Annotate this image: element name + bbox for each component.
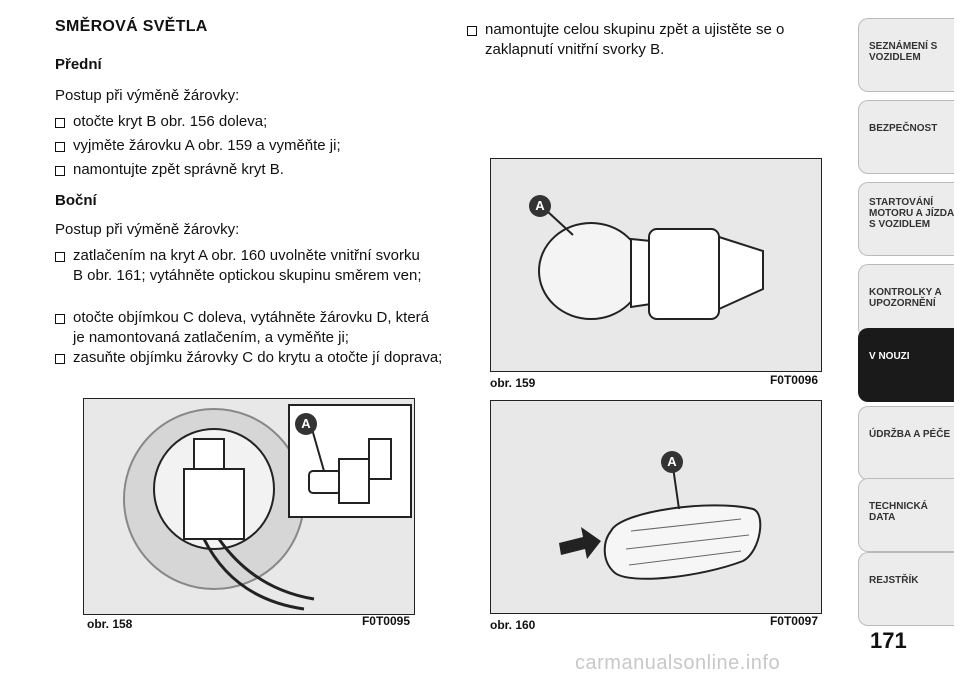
tab-label: STARTOVÁNÍ MOTORU A JÍZDA S VOZIDLEM: [869, 197, 954, 230]
callout-a: A: [295, 413, 317, 435]
bullet-checkbox-icon: [55, 118, 65, 128]
side-intro: Postup při výměně žárovky:: [55, 221, 240, 238]
step-text: zatlačením na kryt A obr. 160 uvolněte v…: [73, 247, 422, 284]
tab-kontrolky[interactable]: KONTROLKY A UPOZORNĚNÍ: [858, 264, 954, 338]
bullet-checkbox-icon: [55, 142, 65, 152]
figure-160-code: F0T0097: [769, 614, 818, 628]
figure-159-code: F0T0096: [769, 373, 818, 387]
figure-158-caption: obr. 158: [87, 617, 133, 631]
tab-seznameni[interactable]: SEZNÁMENÍ S VOZIDLEM: [858, 18, 954, 92]
side-indicator-illustration: [491, 401, 821, 613]
side-step-2: otočte objímkou C doleva, vytáhněte žáro…: [55, 308, 443, 348]
step-text: namontujte celou skupinu zpět a ujistěte…: [485, 21, 785, 58]
tab-technicka-data[interactable]: TECHNICKÁ DATA: [858, 478, 954, 552]
step-text: zasuňte objímku žárovky C do krytu a oto…: [73, 349, 443, 366]
section-title: SMĚROVÁ SVĚTLA: [55, 18, 208, 35]
figure-158: A: [83, 398, 415, 615]
front-step-3: namontujte zpět správně kryt B.: [55, 160, 443, 180]
step-text: vyjměte žárovku A obr. 159 a vyměňte ji;: [73, 137, 341, 154]
front-step-1: otočte kryt B obr. 156 doleva;: [55, 112, 443, 132]
bullet-checkbox-icon: [467, 26, 477, 36]
tab-bezpecnost[interactable]: BEZPEČNOST: [858, 100, 954, 174]
front-intro: Postup při výměně žárovky:: [55, 87, 240, 104]
bullet-checkbox-icon: [55, 252, 65, 262]
side-step-1: zatlačením na kryt A obr. 160 uvolněte v…: [55, 246, 433, 286]
bullet-checkbox-icon: [55, 354, 65, 364]
final-step: namontujte celou skupinu zpět a ujistěte…: [467, 20, 835, 60]
step-text: otočte kryt B obr. 156 doleva;: [73, 113, 268, 130]
push-arrow-icon: [559, 527, 601, 559]
step-text: otočte objímkou C doleva, vytáhněte žáro…: [73, 309, 430, 346]
watermark: carmanualsonline.info: [575, 652, 781, 674]
front-step-2: vyjměte žárovku A obr. 159 a vyměňte ji;: [55, 136, 443, 156]
bullet-checkbox-icon: [55, 166, 65, 176]
figure-160: A: [490, 400, 822, 614]
tab-label: KONTROLKY A UPOZORNĚNÍ: [869, 287, 942, 309]
bullet-checkbox-icon: [55, 314, 65, 324]
tab-label: V NOUZI: [869, 351, 910, 362]
callout-a: A: [661, 451, 683, 473]
front-heading: Přední: [55, 56, 102, 73]
side-step-3: zasuňte objímku žárovky C do krytu a oto…: [55, 348, 443, 368]
tab-v-nouzi[interactable]: V NOUZI: [858, 328, 954, 402]
figure-159-caption: obr. 159: [490, 376, 536, 390]
bulb-illustration: [491, 159, 821, 371]
lamp-socket-illustration: [84, 399, 414, 614]
tab-label: BEZPEČNOST: [869, 123, 938, 134]
step-text: namontujte zpět správně kryt B.: [73, 161, 284, 178]
tab-rejstrik[interactable]: REJSTŘÍK: [858, 552, 954, 626]
tab-udrzba[interactable]: ÚDRŽBA A PÉČE: [858, 406, 954, 480]
tab-startovani[interactable]: STARTOVÁNÍ MOTORU A JÍZDA S VOZIDLEM: [858, 182, 954, 256]
tab-label: SEZNÁMENÍ S VOZIDLEM: [869, 41, 938, 63]
figure-160-caption: obr. 160: [490, 618, 536, 632]
tab-label: TECHNICKÁ DATA: [869, 501, 928, 523]
callout-a: A: [529, 195, 551, 217]
figure-159: A: [490, 158, 822, 372]
tab-label: REJSTŘÍK: [869, 575, 919, 586]
side-heading: Boční: [55, 192, 97, 209]
page-number: 171: [870, 628, 907, 653]
tab-label: ÚDRŽBA A PÉČE: [869, 429, 951, 440]
figure-158-code: F0T0095: [361, 614, 410, 628]
